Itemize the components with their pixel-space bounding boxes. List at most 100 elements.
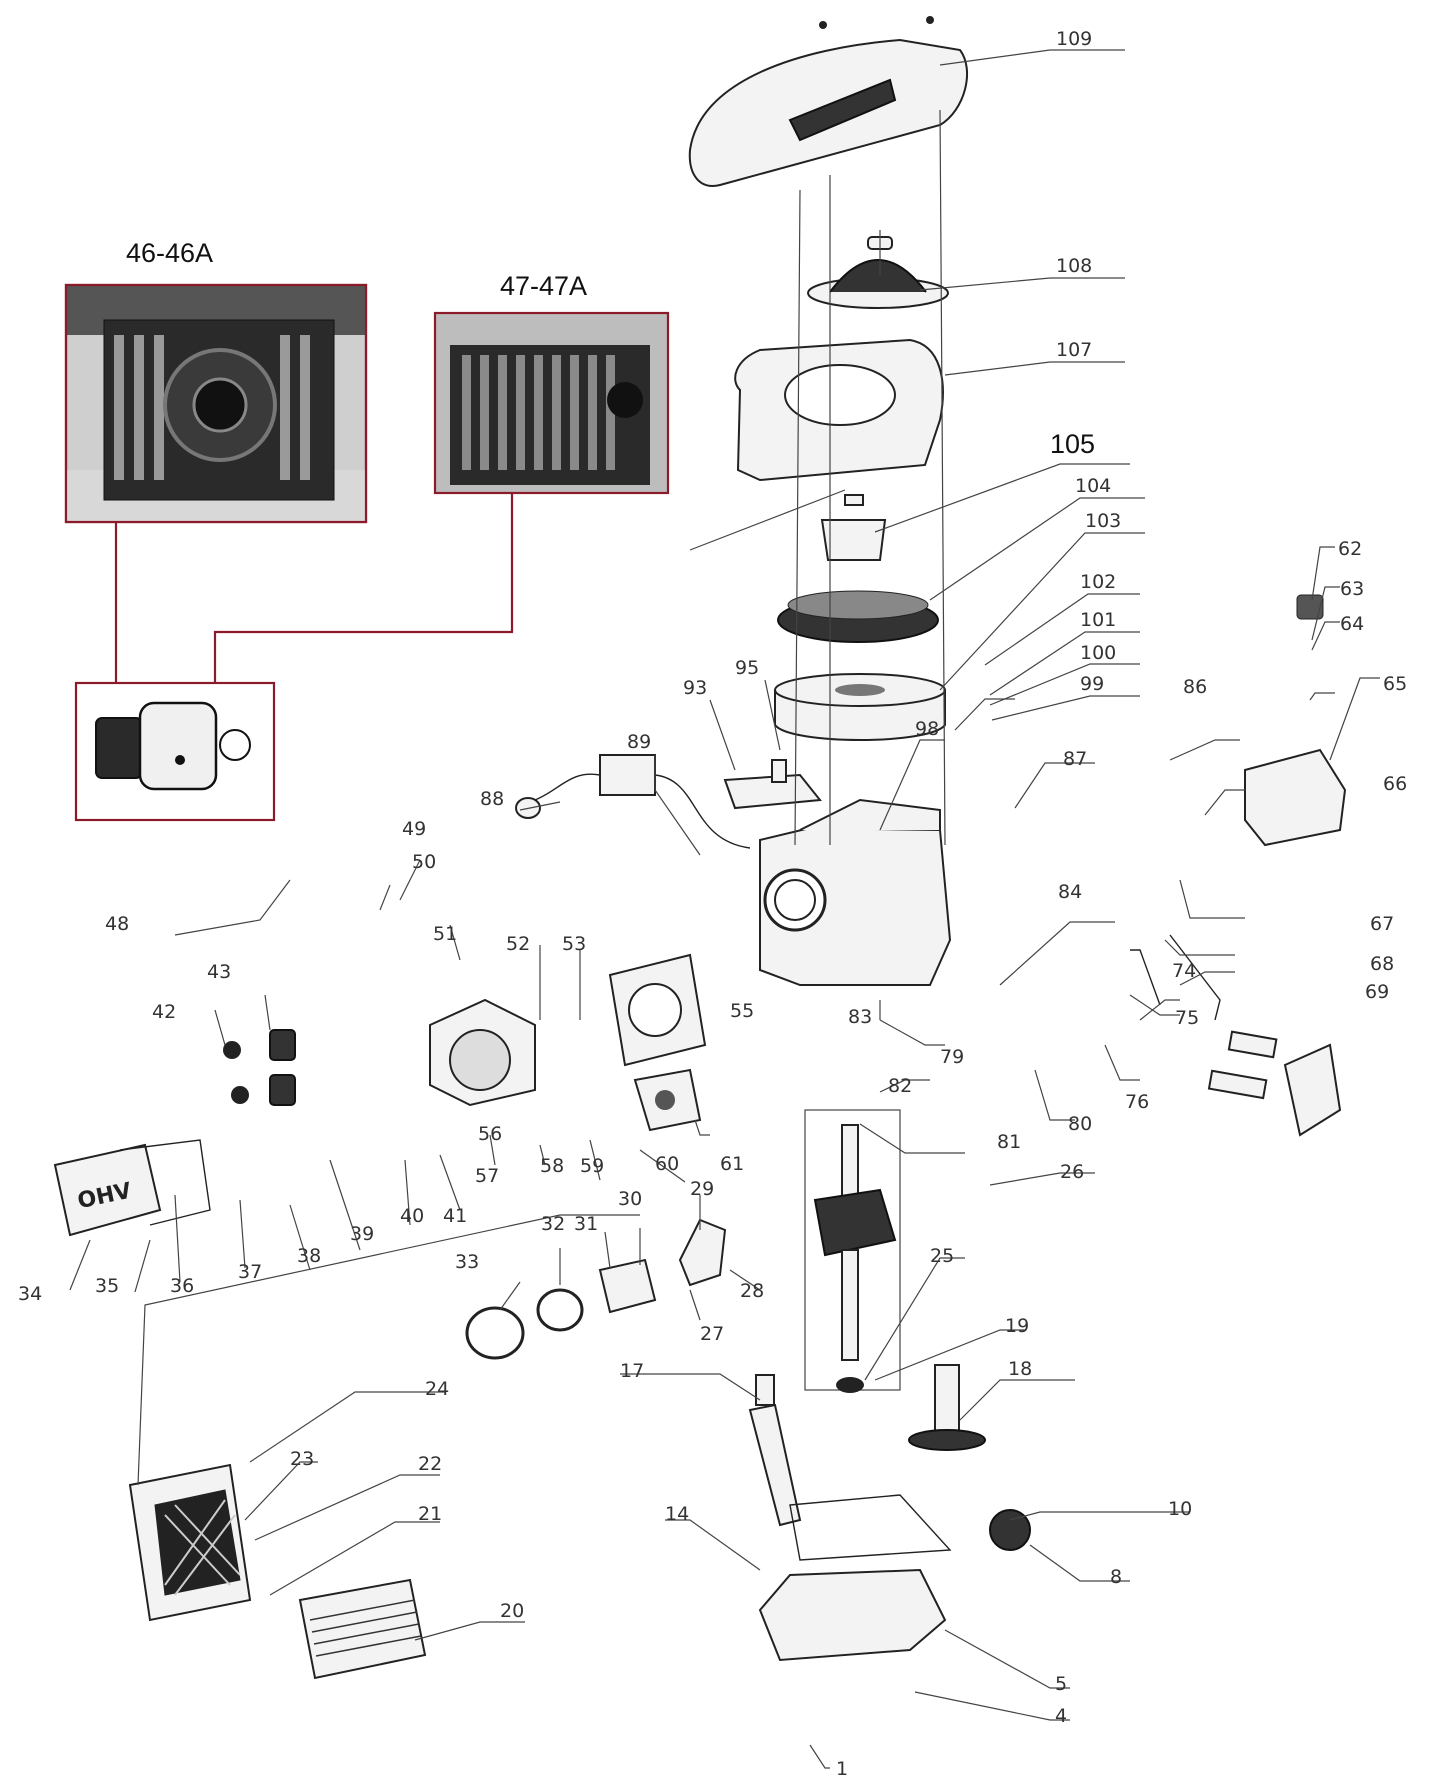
label-14: 14 [665,1503,689,1525]
piston-rings [465,1218,727,1360]
head-gasket-55 [608,953,707,1067]
cylinder-head-51 [429,998,536,1107]
label-31: 31 [574,1213,598,1235]
label-103: 103 [1085,510,1121,532]
inset-47-47A: 47-47A [433,271,670,495]
inset-47-title: 47-47A [500,271,587,301]
fan-housing-107 [734,338,944,482]
label-68: 68 [1370,953,1394,975]
label-5: 5 [1055,1673,1067,1695]
label-105: 105 [1050,429,1095,459]
label-82: 82 [888,1075,912,1097]
label-95: 95 [735,657,759,679]
label-38: 38 [297,1245,321,1267]
label-23: 23 [290,1448,314,1470]
label-108: 108 [1056,255,1092,277]
label-59: 59 [580,1155,604,1177]
label-69: 69 [1365,981,1389,1003]
label-32: 32 [541,1213,565,1235]
oil-sump-5 [758,1494,952,1662]
ignition-coil-88 [515,754,751,849]
recoil-starter-108 [807,236,949,309]
label-30: 30 [618,1188,642,1210]
fuel-tank-65 [1244,594,1347,847]
label-99: 99 [1080,673,1104,695]
pulley-105 [820,494,887,561]
label-34: 34 [18,1283,42,1305]
label-62: 62 [1338,538,1362,560]
label-80: 80 [1068,1113,1092,1135]
label-40: 40 [400,1205,424,1227]
crankshaft [804,1109,901,1393]
label-109: 109 [1056,28,1092,50]
air-filter-housing-24 [128,1463,252,1622]
label-35: 35 [95,1275,119,1297]
valve-springs-43 [223,1029,296,1106]
label-49: 49 [402,818,426,840]
label-20: 20 [500,1600,524,1622]
label-75: 75 [1175,1007,1199,1029]
label-60: 60 [655,1153,679,1175]
label-102: 102 [1080,571,1116,593]
label-88: 88 [480,788,504,810]
label-57: 57 [475,1165,499,1187]
engine-cover-109 [688,16,969,187]
label-29: 29 [690,1178,714,1200]
label-52: 52 [506,933,530,955]
label-8: 8 [1110,1566,1122,1588]
inset-connectors [114,493,514,683]
label-10: 10 [1168,1498,1192,1520]
carburetor-60 [633,1068,702,1132]
inset-46-frame [64,283,368,524]
label-66: 66 [1383,773,1407,795]
label-98: 98 [915,718,939,740]
part-labels: 109 108 107 105 104 103 102 101 100 99 9… [18,28,1407,1780]
label-18: 18 [1008,1358,1032,1380]
label-104: 104 [1075,475,1111,497]
label-107: 107 [1056,339,1092,361]
label-28: 28 [740,1280,764,1302]
label-50: 50 [412,851,436,873]
camshaft-18 [908,1364,986,1451]
label-86: 86 [1183,676,1207,698]
label-84: 84 [1058,881,1082,903]
throttle-linkage [1130,934,1342,1137]
dipstick-17 [748,1374,802,1527]
label-81: 81 [997,1131,1021,1153]
air-filter-cover-20 [298,1578,427,1680]
label-25: 25 [930,1245,954,1267]
label-83: 83 [848,1006,872,1028]
label-89: 89 [627,731,651,753]
label-4: 4 [1055,1705,1067,1727]
label-64: 64 [1340,613,1364,635]
inset-46-title: 46-46A [126,238,213,268]
label-27: 27 [700,1323,724,1345]
label-19: 19 [1005,1315,1029,1337]
label-37: 37 [238,1261,262,1283]
leader-lines [69,49,1380,1769]
label-48: 48 [105,913,129,935]
label-93: 93 [683,677,707,699]
label-58: 58 [540,1155,564,1177]
label-26: 26 [1060,1161,1084,1183]
label-101: 101 [1080,609,1116,631]
valve-cover-34: OHV [53,1139,211,1237]
label-21: 21 [418,1503,442,1525]
label-24: 24 [425,1378,449,1400]
inset-46-46A: 46-46A [64,238,368,524]
label-55: 55 [730,1000,754,1022]
label-22: 22 [418,1453,442,1475]
flywheel-fan-104 [777,590,939,643]
label-79: 79 [940,1046,964,1068]
label-56: 56 [478,1123,502,1145]
label-17: 17 [620,1360,644,1382]
crankcase-block [759,798,952,986]
label-51: 51 [433,923,457,945]
label-76: 76 [1125,1091,1149,1113]
label-1: 1 [836,1758,848,1780]
label-41: 41 [443,1205,467,1227]
label-100: 100 [1080,642,1116,664]
label-43: 43 [207,961,231,983]
label-42: 42 [152,1001,176,1023]
